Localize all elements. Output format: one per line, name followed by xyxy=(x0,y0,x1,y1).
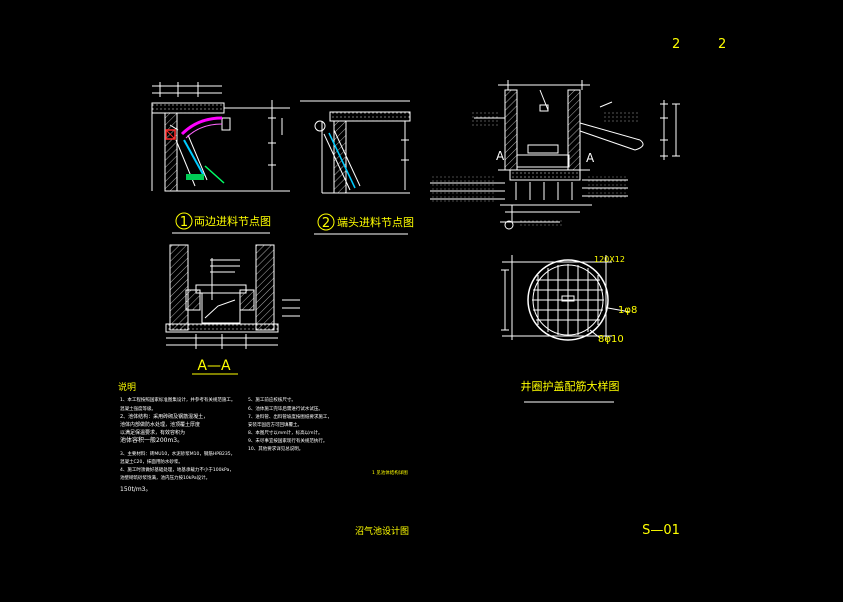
note-line: 3、主要材料：砖MU10，水泥砂浆M10，钢筋HPB235， xyxy=(120,450,235,457)
manhole-rebar-1: 1φ8 xyxy=(618,305,637,316)
note-line: 7、进料管、出料管坡度按图纸要求施工， xyxy=(248,413,332,420)
corner-mark: 2 xyxy=(718,37,726,52)
notes-footnote: 1 见池体结构详图 xyxy=(372,469,408,476)
note-line: 4、施工时须做好基础处理，地基承载力不小于100kPa， xyxy=(120,466,234,473)
manhole-section-mark-left: A xyxy=(496,149,505,163)
detail2-drawing xyxy=(300,100,411,194)
sheet-number: S—01 xyxy=(642,523,680,538)
manhole-note-block-left xyxy=(432,176,494,204)
notes-left-column: 1、本工程按照国家标准图集设计，并参考有关规范施工。 混凝土强度等级。 2、池体… xyxy=(120,396,235,493)
detail1-marker-cross xyxy=(165,129,176,140)
detail2-pipe xyxy=(328,132,356,189)
note-line: 安装牢固后方可回填覆土。 xyxy=(248,421,302,428)
manhole-section-mark-right: A xyxy=(586,151,595,165)
manhole-leader-text-block xyxy=(470,112,498,126)
detail2-number: 2 xyxy=(322,216,330,231)
notes-right-column: 5、施工前应校核尺寸。 6、池体施工完毕后需进行试水试压。 7、进料管、出料管坡… xyxy=(248,396,332,452)
note-line: 5、施工前应校核尺寸。 xyxy=(248,396,296,403)
note-line: 以满足保温要求，有效容积为 xyxy=(120,429,185,436)
detail2-title-block: 2 端头进料节点图 xyxy=(314,213,414,235)
detail2-title: 端头进料节点图 xyxy=(337,215,414,229)
note-line: 8、本图尺寸以mm计，标高以m计。 xyxy=(248,429,323,436)
corner-mark: 2 xyxy=(672,37,680,52)
note-line: 2、池体结构：采用砖砌及钢筋混凝土， xyxy=(120,413,208,420)
drawing-title: 沼气池设计图 xyxy=(355,525,409,537)
section-aa-drawing xyxy=(165,244,300,349)
detail1-pipe xyxy=(183,139,205,177)
manhole-dim-top: 120X12 xyxy=(594,255,625,264)
detail1-drawing xyxy=(151,82,290,192)
manhole-bottom-note-block xyxy=(518,220,564,228)
note-line: 混凝土C20，抹面用防水砂浆。 xyxy=(120,458,183,465)
note-line: 混凝土强度等级。 xyxy=(120,405,156,412)
manhole-cover-plan xyxy=(501,255,631,341)
detail1-number: 1 xyxy=(180,215,188,230)
note-line: 1、本工程按照国家标准图集设计，并参考有关规范施工。 xyxy=(120,396,235,403)
manhole-pipe-text-block xyxy=(602,110,640,124)
notes-heading: 说明 xyxy=(118,381,136,393)
note-line: 6、池体施工完毕后需进行试水试压。 xyxy=(248,405,323,412)
detail1-green-arrow xyxy=(204,165,225,184)
note-line: 池体容积一般200m3。 xyxy=(120,436,183,444)
manhole-note-block-right xyxy=(588,176,626,200)
note-line: 150t/m3。 xyxy=(120,486,152,493)
section-aa-title: A—A xyxy=(197,358,231,374)
note-line: 池壁砌筑砂浆饱满，池内压力按10kPa设计。 xyxy=(120,474,210,481)
manhole-rebar-2: 8φ10 xyxy=(598,334,624,345)
detail1-inlet-arc-inner xyxy=(185,123,223,139)
note-line: 9、未尽事宜按国家现行有关规范执行。 xyxy=(248,437,327,444)
detail1-title: 両边进料节点图 xyxy=(194,214,271,228)
manhole-title: 井圈护盖配筋大样图 xyxy=(521,379,620,393)
note-line: 10、其他要求详见总说明。 xyxy=(248,445,303,452)
note-line: 池体内部做防水处理，池顶覆土厚度 xyxy=(120,421,200,428)
detail1-marker xyxy=(165,129,176,140)
manhole-detail-bubble xyxy=(504,220,514,230)
detail1-title-block: 1 両边进料节点图 xyxy=(172,212,271,234)
detail1-inlet-arc xyxy=(180,116,223,136)
detail1-green-label xyxy=(186,174,204,180)
